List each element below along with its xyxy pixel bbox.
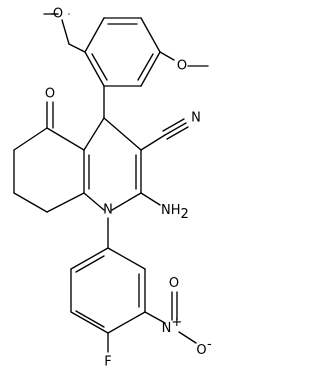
bond [46, 192, 85, 213]
bond [13, 192, 48, 213]
atom-o-methoxy-right: O [177, 59, 187, 74]
atom-o-nitro: O [169, 276, 179, 291]
bond [140, 17, 161, 53]
fluoronitrophenyl-ring [70, 247, 146, 334]
cyclohexanone-ring [13, 127, 85, 213]
atom-o-nitro-2: O- [196, 337, 212, 358]
chemical-structure: O O N NH2 N O [13, 7, 212, 370]
bond-inner [75, 255, 105, 273]
bond [162, 118, 185, 132]
bond [178, 331, 197, 344]
bond [13, 127, 48, 151]
bond [166, 126, 189, 140]
bond [84, 51, 105, 87]
bond [103, 117, 142, 151]
atom-n-ring: N [103, 203, 113, 218]
bond [164, 122, 187, 136]
atom-o-ketone: O [45, 87, 55, 102]
atom-n-nitrile: N [191, 111, 201, 126]
atom-o-methoxy-top: O [53, 7, 63, 22]
bond [84, 17, 105, 53]
dimethoxyphenyl-ring [84, 17, 161, 87]
bond [107, 311, 146, 334]
pyridine-ring [83, 85, 142, 211]
bond [61, 19, 70, 45]
bond [159, 51, 175, 61]
bond [144, 311, 166, 324]
bond [140, 51, 161, 87]
bond-inner [137, 53, 154, 81]
atom-n-nitro: N+ [162, 315, 183, 336]
bond [83, 117, 105, 151]
bond [46, 127, 85, 151]
bond [68, 43, 86, 53]
bond-inner [75, 310, 105, 328]
bond [83, 192, 105, 211]
bond [140, 134, 166, 151]
bond [111, 192, 142, 211]
bond [107, 247, 146, 270]
atom-nh2: NH2 [161, 203, 189, 222]
bond-inner [91, 53, 108, 81]
atom-f: F [104, 355, 111, 370]
bond [70, 247, 109, 270]
bond [140, 192, 161, 206]
bond [70, 311, 109, 334]
